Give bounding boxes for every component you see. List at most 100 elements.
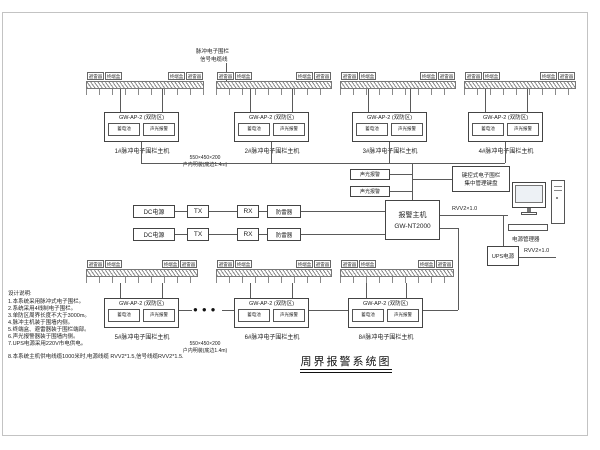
- battery-module: 蓄电池: [352, 309, 384, 322]
- power-led: [556, 197, 558, 199]
- wire: [440, 228, 458, 229]
- terminal-box: 终端盒: [418, 260, 435, 268]
- wire: [292, 283, 293, 298]
- controller-model: GW-AP-2 (双防区): [248, 115, 295, 121]
- wire: [271, 142, 272, 163]
- note-item: 7.UPS电源采用220V市电供电。: [8, 341, 87, 347]
- wire: [179, 310, 192, 311]
- monitor-screen: [515, 185, 543, 203]
- arrester-box: 避雷器: [186, 72, 203, 80]
- power-manager-label: 电源管理器: [512, 237, 540, 243]
- wire: [259, 211, 267, 212]
- wire: [301, 234, 385, 235]
- fence-section: [340, 81, 456, 89]
- rx-unit: RX: [237, 205, 259, 218]
- wire: [141, 142, 142, 163]
- terminal-box: 终端盒: [235, 72, 252, 80]
- terminal-box: 终端盒: [359, 72, 376, 80]
- wire: [410, 89, 411, 112]
- wire: [162, 89, 163, 112]
- wire: [440, 215, 508, 216]
- arrester-box: 避雷器: [314, 260, 331, 268]
- battery-module: 蓄电池: [108, 309, 140, 322]
- dc-power-supply: DC电源: [133, 205, 175, 218]
- wire: [505, 142, 506, 163]
- fence-section: [86, 269, 198, 277]
- note-item: 8.本系统主机供电线缆1000米时,电源线缆 RVV2*1.5,信号线缆RVV2…: [8, 354, 184, 360]
- host-caption-1: 1#脉冲电子围栏主机: [114, 149, 170, 155]
- terminal-box: 终端盒: [420, 72, 437, 80]
- sound-light-module: 声光报警: [273, 309, 305, 322]
- fence-posts: [216, 89, 332, 95]
- fence-posts: [86, 277, 198, 283]
- wire: [222, 310, 234, 311]
- fence-posts: [216, 277, 332, 283]
- terminal-box: 终端盒: [105, 260, 122, 268]
- wire: [309, 310, 348, 311]
- terminal-box: 终端盒: [296, 72, 313, 80]
- arrester-box: 避雷器: [217, 72, 234, 80]
- notes-heading: 设计说明:: [8, 291, 32, 297]
- host-caption-3: 3#脉冲电子围栏主机: [362, 149, 418, 155]
- terminal-box: 终端盒: [296, 260, 313, 268]
- fence-posts: [86, 89, 204, 95]
- arrester-box: 避雷器: [341, 260, 358, 268]
- surge-protector: 防雷器: [267, 205, 301, 218]
- mount-note-size: 550×450×200: [189, 155, 221, 161]
- wire: [209, 211, 237, 212]
- monitor-stand: [527, 208, 531, 212]
- fence-controller-2: GW-AP-2 (双防区) 蓄电池 声光报警: [234, 112, 309, 142]
- rx-unit: RX: [237, 228, 259, 241]
- wire: [120, 283, 121, 298]
- tx-unit: TX: [187, 205, 209, 218]
- wire: [209, 234, 237, 235]
- mount-note-install: 户内明装(底边1.4m): [182, 162, 228, 168]
- arrester-box: 避雷器: [87, 72, 104, 80]
- note-item: 1.本系统采用脉冲式电子围栏。: [8, 299, 85, 305]
- controller-model: GW-AP-2 (双防区): [118, 115, 165, 121]
- fence-controller-4: GW-AP-2 (双防区) 蓄电池 声光报警: [468, 112, 543, 142]
- tx-unit: TX: [187, 228, 209, 241]
- tower-icon: [551, 180, 565, 224]
- rvv-cable-label: RVV2×1.0: [452, 206, 478, 212]
- terminal-box: 终端盒: [359, 260, 376, 268]
- alarm-host: 报警主机 GW-NT2000: [385, 200, 440, 240]
- terminal-box: 终端盒: [235, 260, 252, 268]
- management-keyboard: 键控式电子围栏 集中管理键盘: [452, 166, 510, 192]
- wire: [423, 310, 458, 311]
- fence-controller-5: GW-AP-2 (双防区) 蓄电池 声光报警: [104, 298, 179, 328]
- cable-note-line1: 脉冲电子围栏: [196, 49, 230, 55]
- terminal-box: 终端盒: [540, 72, 557, 80]
- alarm-host-model: GW-NT2000: [394, 223, 431, 230]
- monitor-base: [521, 212, 537, 215]
- wire: [390, 174, 412, 175]
- fence-controller-3: GW-AP-2 (双防区) 蓄电池 声光报警: [352, 112, 427, 142]
- sound-light-alarm: 声光报警: [350, 186, 390, 197]
- wire: [368, 89, 369, 112]
- fence-controller-8: GW-AP-2 (双防区) 蓄电池 声光报警: [348, 298, 423, 328]
- controller-model: GW-AP-2 (双防区): [118, 301, 165, 307]
- note-item: 3.单防区周界长度不大于3000m。: [8, 313, 90, 319]
- wire: [390, 191, 412, 192]
- sound-light-module: 声光报警: [273, 123, 305, 136]
- controller-model: GW-AP-2 (双防区): [248, 301, 295, 307]
- continuation-dots: ●●●: [193, 305, 220, 314]
- arrester-box: 避雷器: [436, 260, 453, 268]
- wire: [527, 89, 528, 112]
- alarm-host-name: 报警主机: [398, 212, 427, 219]
- wire: [503, 215, 504, 246]
- note-item: 2.系统采用4线制电子围栏。: [8, 306, 77, 312]
- mount-note-install: 户内明装(底边1.4m): [182, 348, 228, 354]
- battery-module: 蓄电池: [356, 123, 388, 136]
- sound-light-alarm: 声光报警: [350, 169, 390, 180]
- controller-model: GW-AP-2 (双防区): [482, 115, 529, 121]
- wire: [301, 211, 385, 212]
- host-caption-2: 2#脉冲电子围栏主机: [244, 149, 300, 155]
- wire: [458, 228, 459, 310]
- wire: [175, 234, 187, 235]
- wire: [366, 283, 367, 298]
- controller-model: GW-AP-2 (双防区): [362, 301, 409, 307]
- arrester-box: 避雷器: [341, 72, 358, 80]
- wire: [175, 211, 187, 212]
- rvv-cable-label: RVV2×1.0: [524, 248, 550, 254]
